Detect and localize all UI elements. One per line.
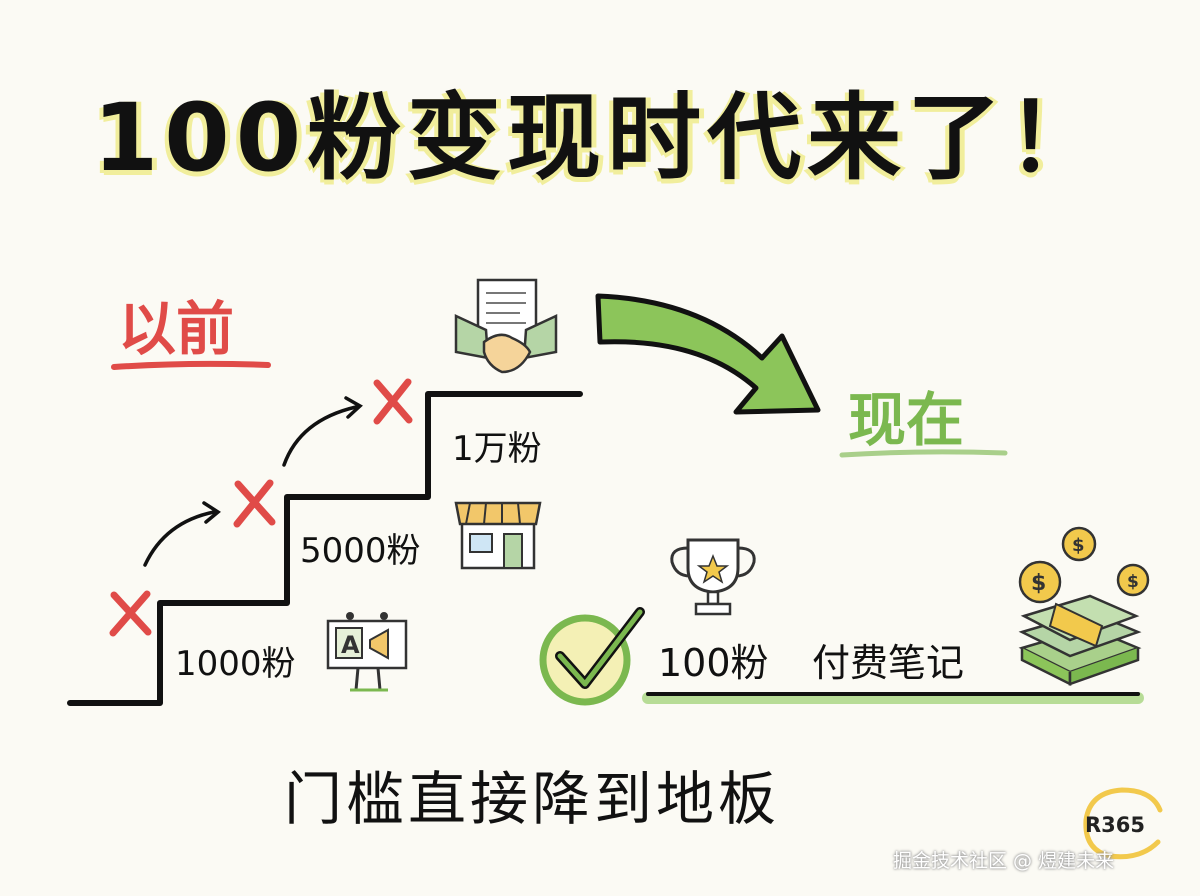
- check-circle-icon: [539, 607, 645, 706]
- money-stack-icon: [1018, 594, 1142, 687]
- trophy-icon: [670, 538, 756, 616]
- cross-icon: [373, 378, 413, 425]
- paid-note-label: 付费笔记: [812, 641, 965, 685]
- before-label: 以前: [118, 295, 235, 363]
- step-label-5000: 5000粉: [300, 531, 421, 571]
- svg-text:$: $: [1031, 571, 1046, 596]
- step-label-1000: 1000粉: [175, 644, 296, 684]
- step-label-10k: 1万粉: [452, 429, 542, 469]
- now-label: 现在: [848, 386, 965, 454]
- dollar-coin-icon: $: [1018, 560, 1062, 604]
- now-fans-label: 100粉: [658, 641, 769, 685]
- svg-text:A: A: [341, 631, 360, 659]
- billboard-ad-icon: A: [326, 612, 408, 692]
- watermark: 掘金技术社区 @ 煜建未来: [893, 850, 1115, 872]
- cross-icon: [233, 479, 276, 528]
- dollar-coin-icon: $: [1061, 526, 1097, 562]
- badge-icon: [1083, 787, 1163, 860]
- footer-caption: 门槛直接降到地板: [284, 765, 781, 833]
- badge-label: R365: [1085, 813, 1146, 837]
- green-arrow-icon: [595, 293, 821, 415]
- svg-text:$: $: [1127, 572, 1139, 592]
- svg-text:$: $: [1072, 535, 1085, 556]
- before-underline: [111, 360, 271, 370]
- curved-arrow-icon: [282, 396, 363, 467]
- dollar-coin-icon: $: [1116, 563, 1150, 597]
- curved-arrow-icon: [143, 501, 221, 567]
- staircase: [67, 391, 583, 706]
- now-underline: [839, 449, 1008, 458]
- cross-icon: [109, 590, 152, 637]
- storefront-icon: [454, 501, 542, 570]
- page-title: 100粉变现时代来了！: [92, 84, 1108, 193]
- handshake-contract-icon: [454, 278, 558, 374]
